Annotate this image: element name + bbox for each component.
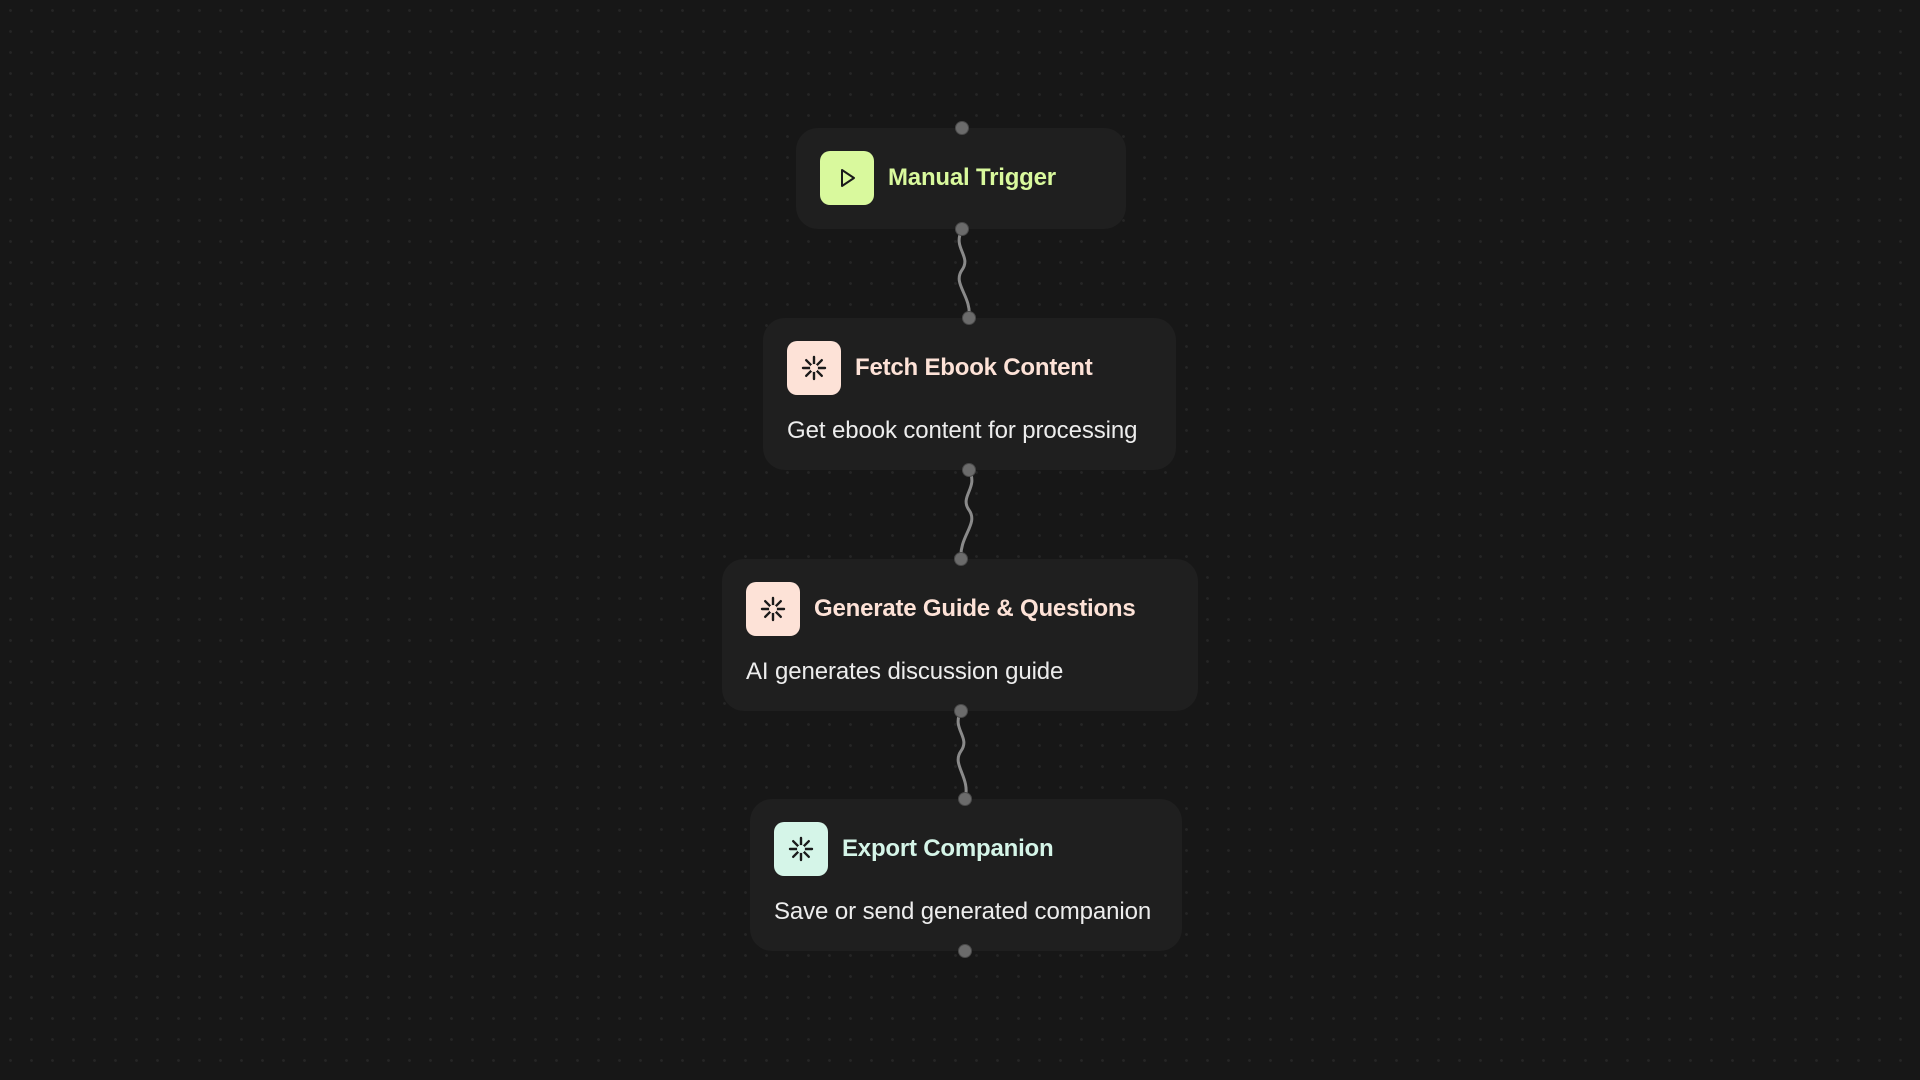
node-export-companion[interactable]: Export Companion Save or send generated … [750, 799, 1182, 951]
node-manual-trigger[interactable]: Manual Trigger [796, 128, 1126, 229]
node-title: Export Companion [842, 835, 1054, 862]
node-title: Generate Guide & Questions [814, 595, 1136, 622]
input-handle-manual-trigger[interactable] [955, 121, 969, 135]
input-handle-fetch-ebook-content[interactable] [962, 311, 976, 325]
output-handle-generate-guide-questions[interactable] [954, 704, 968, 718]
output-handle-export-companion[interactable] [958, 944, 972, 958]
play-icon [820, 151, 874, 205]
node-description: Get ebook content for processing [787, 417, 1138, 444]
edge-trigger-to-fetch [957, 229, 971, 319]
asterisk-icon [787, 341, 841, 395]
node-generate-guide-questions[interactable]: Generate Guide & Questions AI generates … [722, 559, 1198, 711]
node-description: Save or send generated companion [774, 898, 1152, 925]
input-handle-export-companion[interactable] [958, 792, 972, 806]
node-title: Fetch Ebook Content [855, 354, 1093, 381]
node-description: AI generates discussion guide [746, 658, 1064, 685]
input-handle-generate-guide-questions[interactable] [954, 552, 968, 566]
output-handle-fetch-ebook-content[interactable] [962, 463, 976, 477]
edge-fetch-to-generate [959, 469, 974, 560]
output-handle-manual-trigger[interactable] [955, 222, 969, 236]
edge-generate-to-export [956, 710, 968, 800]
node-title: Manual Trigger [888, 164, 1056, 191]
asterisk-icon [774, 822, 828, 876]
node-fetch-ebook-content[interactable]: Fetch Ebook Content Get ebook content fo… [763, 318, 1176, 470]
asterisk-icon [746, 582, 800, 636]
